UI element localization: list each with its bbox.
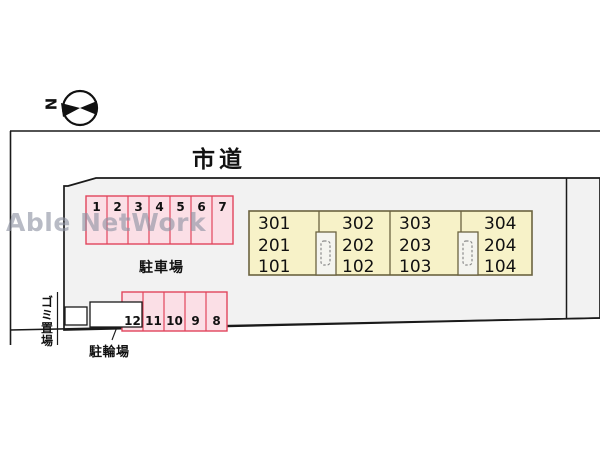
stall-number: 3 xyxy=(134,200,143,214)
north-arrow-icon: N xyxy=(36,84,108,130)
upper-parking-stalls xyxy=(85,195,234,245)
unit-number: 103 xyxy=(399,257,432,277)
stall-number: 7 xyxy=(218,200,227,214)
bicycle-parking-box xyxy=(89,301,143,341)
unit-number: 302 xyxy=(342,214,375,234)
unit-number: 102 xyxy=(342,257,375,277)
bicycle-parking-label: 駐輪場 xyxy=(89,345,130,360)
stall-number: 6 xyxy=(197,200,206,214)
stall-number: 11 xyxy=(145,314,162,328)
unit-number: 301 xyxy=(258,214,291,234)
unit-number: 104 xyxy=(484,257,517,277)
stall-number: 2 xyxy=(113,200,122,214)
city-road-band xyxy=(9,130,600,345)
stall-number: 5 xyxy=(176,200,185,214)
unit-number: 304 xyxy=(484,214,517,234)
stall-number: 8 xyxy=(212,314,221,328)
unit-number: 203 xyxy=(399,236,432,256)
stall-number: 10 xyxy=(166,314,183,328)
stall-number: 12 xyxy=(124,314,141,328)
unit-number: 101 xyxy=(258,257,291,277)
city-road-label: 市道 xyxy=(192,147,246,173)
site-bottom-boundary xyxy=(9,317,600,331)
north-letter: N xyxy=(43,98,61,111)
unit-number: 202 xyxy=(342,236,375,256)
garbage-area-label: ゴミ置場 xyxy=(40,295,53,348)
stall-number: 1 xyxy=(92,200,101,214)
stall-number: 9 xyxy=(191,314,200,328)
unit-number: 201 xyxy=(258,236,291,256)
garbage-area-box xyxy=(64,306,88,326)
apartment-building-outline xyxy=(248,210,533,276)
parking-lot-label: 駐車場 xyxy=(139,260,184,276)
stall-number: 4 xyxy=(155,200,164,214)
unit-number: 303 xyxy=(399,214,432,234)
unit-number: 204 xyxy=(484,236,517,256)
